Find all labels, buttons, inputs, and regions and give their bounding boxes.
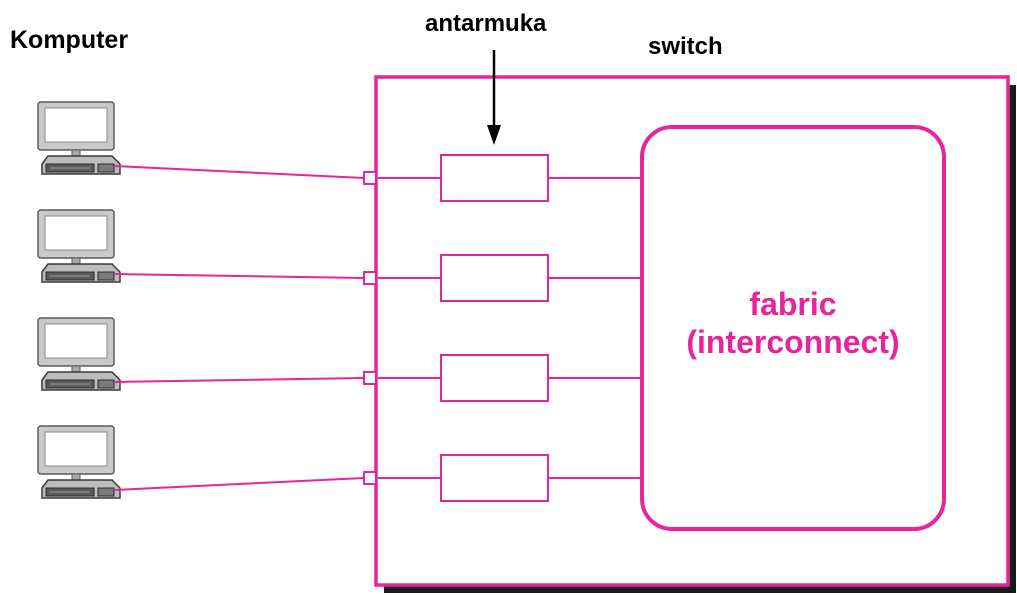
arrow-down-icon (487, 125, 501, 145)
computer-icon (37, 209, 121, 283)
interface-label: antarmuka (425, 10, 547, 37)
interface-box (440, 154, 549, 202)
cable (114, 165, 365, 179)
interface-box (440, 454, 549, 502)
interface-box (440, 254, 549, 302)
port (363, 171, 377, 185)
fabric-box (640, 125, 946, 531)
computer-icon (37, 101, 121, 175)
connection-row (37, 209, 642, 302)
computers-label: Komputer (10, 26, 129, 54)
computer-icon (37, 317, 121, 391)
connection-row (37, 425, 642, 502)
port (363, 271, 377, 285)
interface-box (440, 354, 549, 402)
port (363, 371, 377, 385)
cable (114, 377, 365, 383)
connection-row (37, 317, 642, 402)
fabric-sublabel: (interconnect) (686, 324, 899, 360)
cable (114, 477, 365, 491)
switch-label: switch (648, 33, 723, 60)
cable (114, 273, 365, 279)
port (363, 471, 377, 485)
computer-icon (37, 425, 121, 499)
fabric-label: fabric (749, 286, 836, 322)
connection-row (37, 101, 642, 202)
